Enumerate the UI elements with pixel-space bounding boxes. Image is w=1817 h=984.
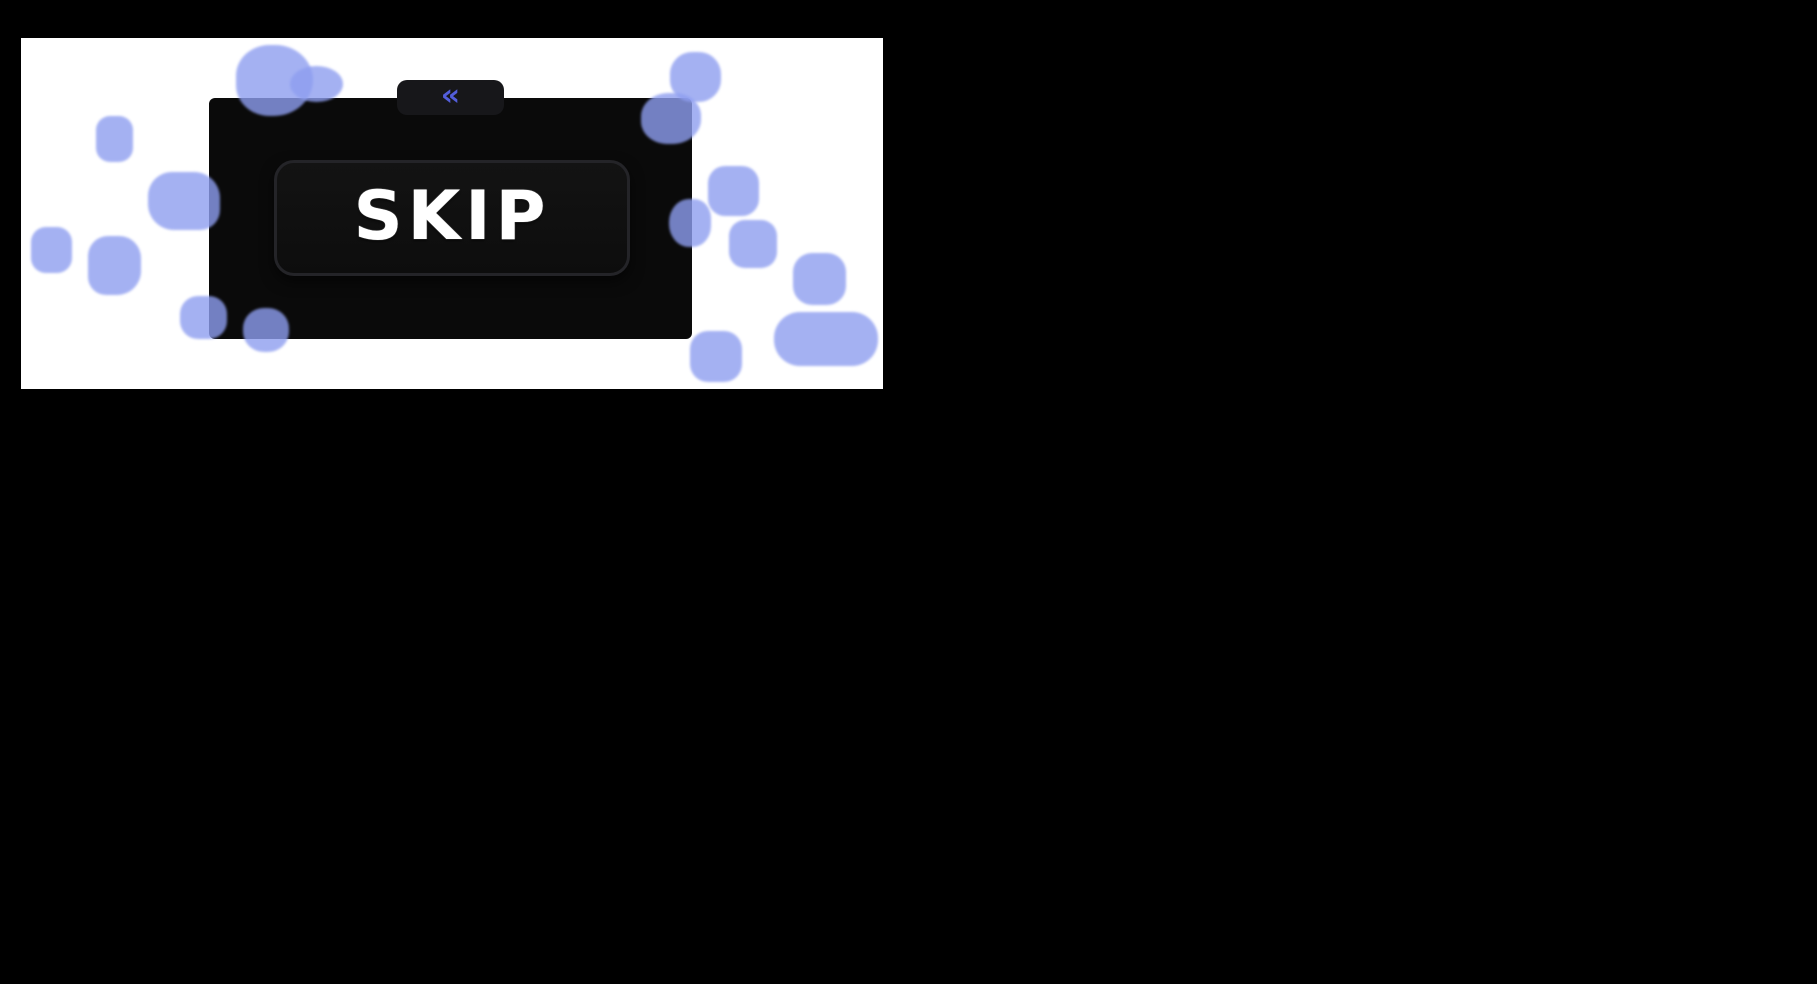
paint-splat[interactable] xyxy=(243,308,289,352)
paint-splat[interactable] xyxy=(690,331,742,382)
collapse-tab[interactable]: « xyxy=(397,80,504,115)
splat-layer xyxy=(21,38,883,389)
paint-splat[interactable] xyxy=(641,93,701,144)
skip-button[interactable]: SKIP xyxy=(274,160,630,276)
paint-splat[interactable] xyxy=(96,116,133,162)
paint-splat[interactable] xyxy=(31,227,72,273)
skip-overlay-panel: « SKIP xyxy=(209,80,692,339)
paint-splat[interactable] xyxy=(148,172,220,230)
paint-splat[interactable] xyxy=(708,166,759,216)
paint-splat[interactable] xyxy=(290,66,343,102)
paint-splat[interactable] xyxy=(669,199,711,247)
paint-splat[interactable] xyxy=(88,236,141,295)
game-canvas[interactable]: « SKIP xyxy=(21,38,883,389)
chevrons-left-icon: « xyxy=(440,77,461,113)
paint-splat[interactable] xyxy=(793,253,846,305)
paint-splat[interactable] xyxy=(729,220,777,268)
paint-splat[interactable] xyxy=(774,312,878,366)
skip-button-label: SKIP xyxy=(353,176,551,256)
paint-splat[interactable] xyxy=(180,296,227,339)
